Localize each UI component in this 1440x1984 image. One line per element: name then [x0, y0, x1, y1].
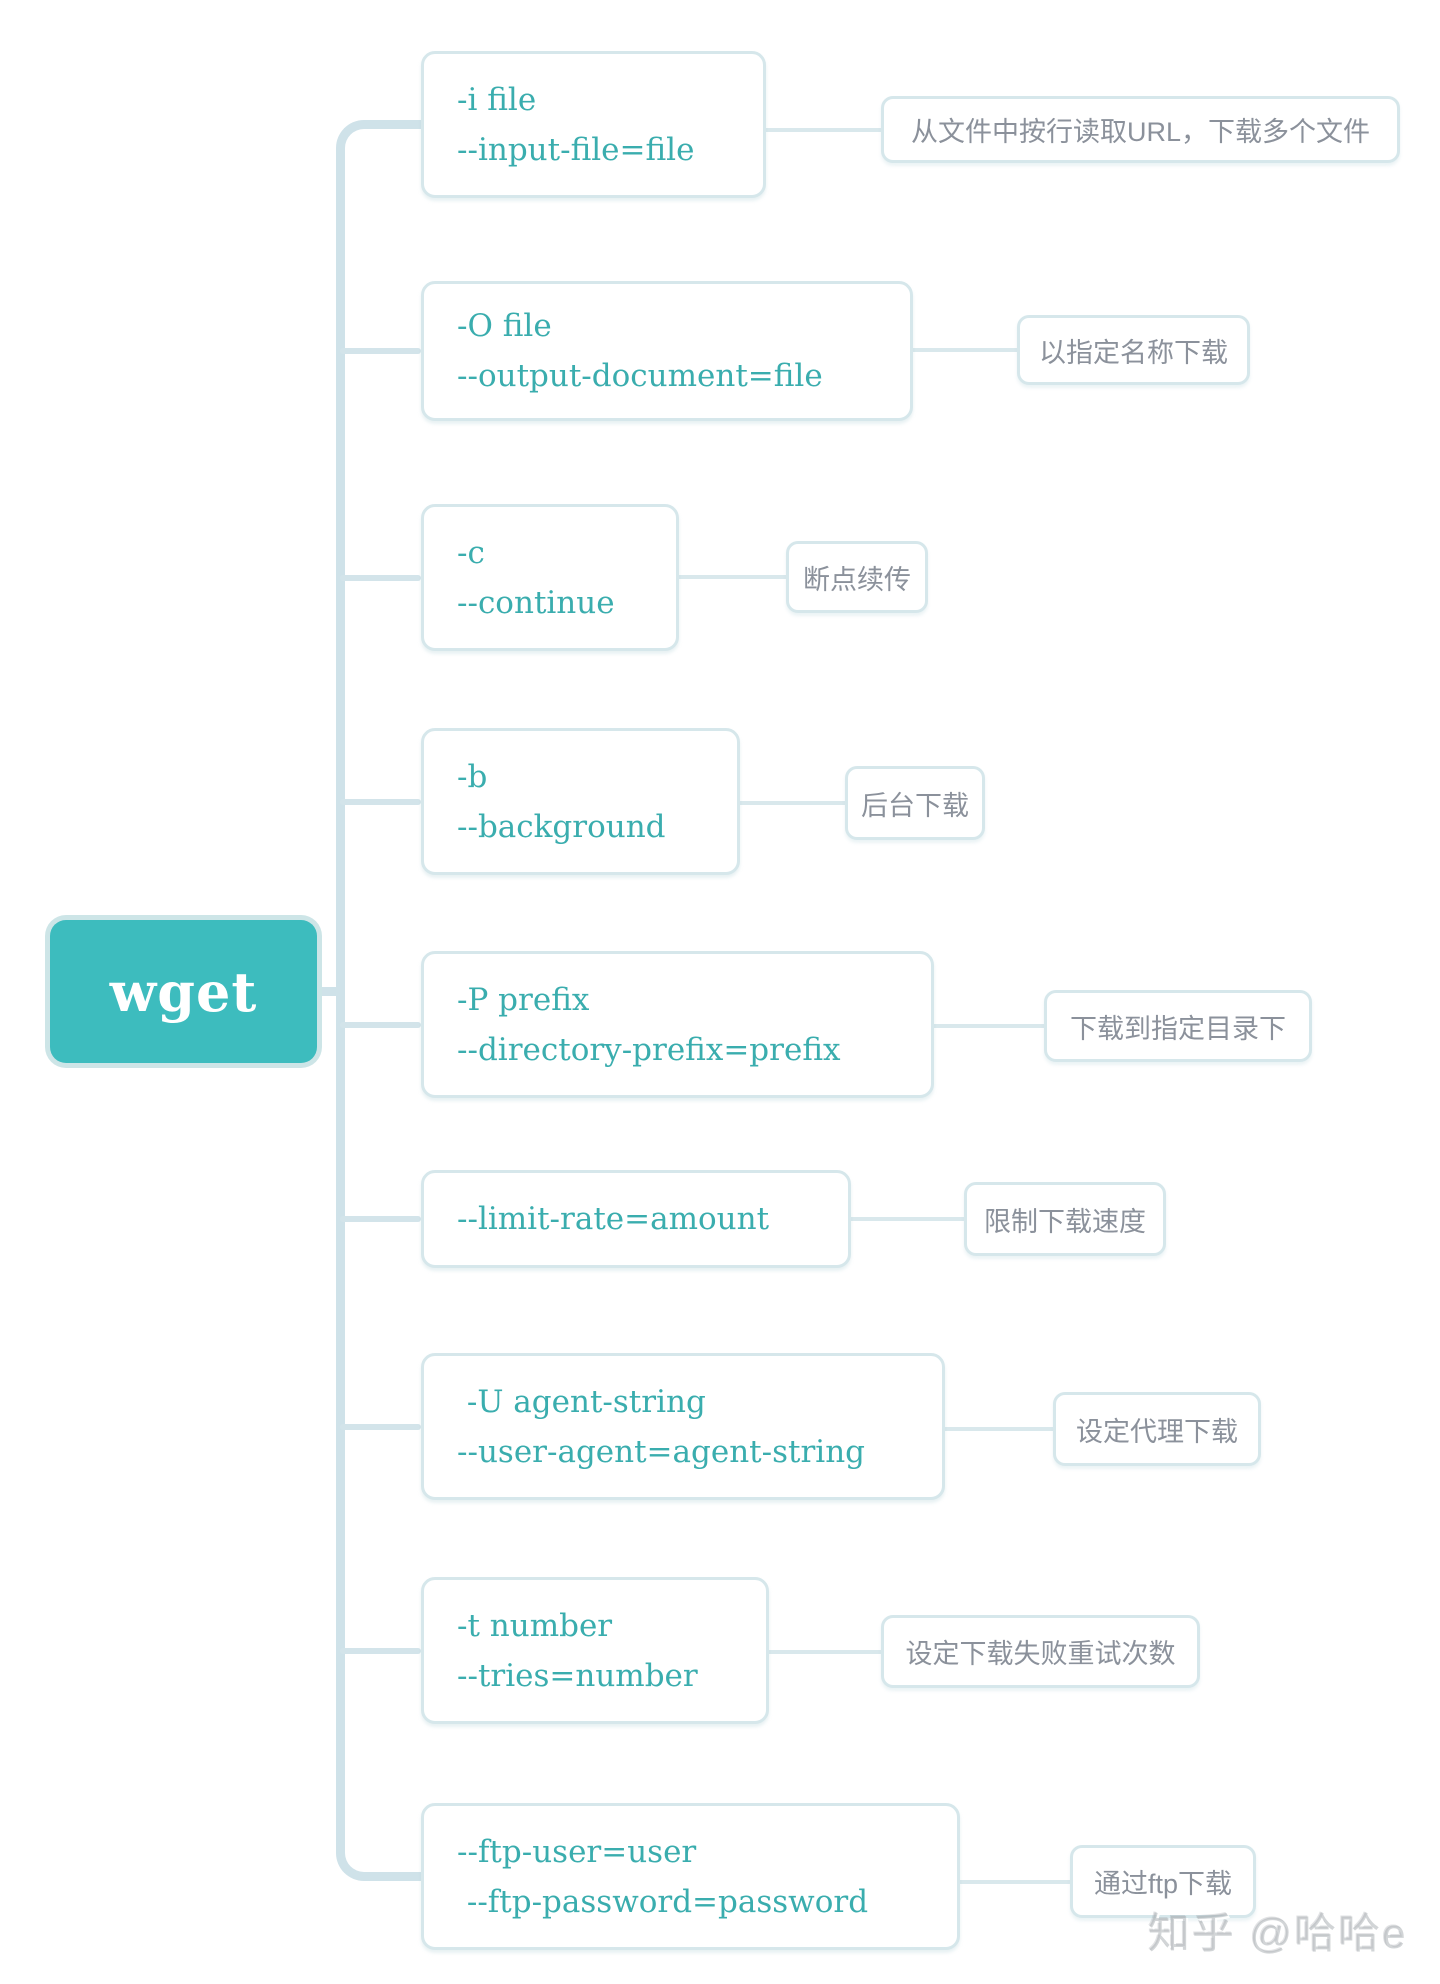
option-line: --input-file=file — [457, 131, 695, 168]
desc-node: 后台下载 — [845, 766, 985, 840]
branch-connector — [340, 574, 421, 581]
branch-connector — [340, 1423, 421, 1430]
desc-connector — [945, 1427, 1053, 1431]
option-line: --limit-rate=amount — [457, 1201, 770, 1237]
option-line: --ftp-user=user — [457, 1833, 697, 1870]
desc-connector — [766, 127, 881, 132]
option-line: -P prefix — [457, 981, 590, 1018]
option-line: --background — [457, 808, 666, 845]
option-node: -t number --tries=number — [421, 1577, 769, 1724]
desc-label: 后台下载 — [861, 790, 969, 821]
option-line: --output-document=file — [457, 358, 823, 394]
desc-node: 限制下载速度 — [964, 1182, 1166, 1256]
desc-connector — [960, 1879, 1070, 1884]
desc-node: 以指定名称下载 — [1017, 315, 1250, 385]
option-node: -O file --output-document=file — [421, 281, 913, 421]
branch-connector — [340, 1021, 421, 1028]
option-line: --directory-prefix=prefix — [457, 1031, 841, 1068]
desc-label: 以指定名称下载 — [1039, 337, 1228, 368]
option-node: --limit-rate=amount — [421, 1170, 851, 1268]
desc-node: 断点续传 — [786, 541, 928, 613]
desc-connector — [913, 348, 1017, 352]
option-line: -U agent-string — [457, 1383, 706, 1420]
watermark: 知乎 @哈哈e — [1148, 1910, 1408, 1957]
desc-node: 通过ftp下载 — [1070, 1845, 1256, 1918]
desc-label: 断点续传 — [803, 564, 911, 595]
desc-connector — [769, 1649, 881, 1654]
root-label: wget — [109, 959, 258, 1024]
desc-node: 从文件中按行读取URL，下载多个文件 — [881, 96, 1400, 163]
option-node: -b --background — [421, 728, 740, 875]
desc-node: 设定代理下载 — [1053, 1392, 1261, 1466]
desc-label: 从文件中按行读取URL，下载多个文件 — [910, 117, 1370, 147]
trunk-spine — [336, 120, 421, 1881]
option-line: --tries=number — [457, 1657, 698, 1694]
option-line: -c — [457, 534, 485, 571]
root-connector-line — [310, 987, 340, 996]
option-node: -i file --input-file=file — [421, 51, 766, 198]
desc-label: 下载到指定目录下 — [1070, 1013, 1286, 1044]
option-line: --ftp-password=password — [457, 1883, 869, 1920]
option-node: -c --continue — [421, 504, 679, 651]
option-line: -t number — [457, 1607, 613, 1644]
desc-label: 设定代理下载 — [1076, 1416, 1238, 1447]
desc-connector — [851, 1217, 964, 1221]
desc-connector — [740, 801, 845, 805]
desc-label: 通过ftp下载 — [1093, 1869, 1233, 1899]
option-line: -i file — [457, 81, 537, 118]
branch-connector — [340, 1216, 421, 1222]
desc-label: 设定下载失败重试次数 — [905, 1639, 1176, 1669]
desc-node: 下载到指定目录下 — [1044, 990, 1312, 1062]
option-node: -U agent-string --user-agent=agent-string — [421, 1353, 945, 1500]
desc-connector — [934, 1024, 1044, 1028]
option-node: --ftp-user=user --ftp-password=password — [421, 1803, 960, 1950]
branch-connector — [340, 1647, 421, 1654]
desc-label: 限制下载速度 — [984, 1206, 1146, 1237]
option-line: --user-agent=agent-string — [457, 1433, 866, 1470]
option-line: --continue — [457, 584, 615, 621]
branch-connector — [340, 798, 421, 805]
root-node-wget: wget — [50, 920, 317, 1063]
desc-node: 设定下载失败重试次数 — [881, 1615, 1200, 1688]
option-node: -P prefix --directory-prefix=prefix — [421, 951, 934, 1098]
desc-connector — [679, 575, 786, 579]
option-line: -O file — [457, 308, 552, 344]
branch-connector — [340, 348, 421, 354]
option-line: -b — [457, 758, 488, 795]
